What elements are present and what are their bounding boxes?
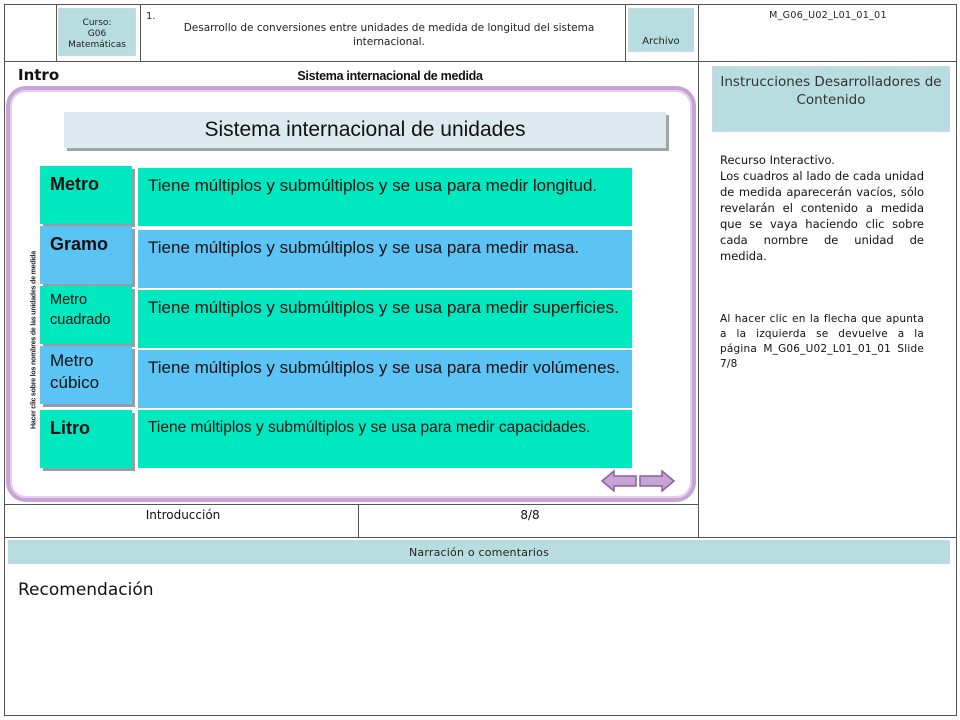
lesson-title: Desarrollo de conversiones entre unidade…	[183, 22, 595, 48]
instructions-paragraph-1: Recurso Interactivo. Los cuadros al lado…	[720, 152, 924, 264]
course-label: Curso:	[82, 17, 112, 28]
narration-text[interactable]: Recomendación	[18, 580, 154, 600]
item-number: 1.	[146, 11, 156, 22]
slide-page-indicator: 8/8	[520, 508, 540, 522]
slide-section-footer: Introducción	[145, 508, 221, 522]
unit-button-metro-cubico[interactable]: Metro cúbico	[40, 346, 132, 404]
slide-title: Sistema internacional de unidades	[64, 112, 666, 148]
forward-arrow-icon[interactable]	[638, 468, 676, 494]
header-divider	[4, 61, 957, 62]
resource-code: M_G06_U02_L01_01_01	[769, 10, 887, 21]
instructions-line-1: Recurso Interactivo.	[720, 153, 835, 167]
outer-border-right	[956, 4, 957, 716]
header-col-2	[140, 4, 141, 61]
course-code: G06	[87, 28, 107, 39]
slide-footer-mid	[358, 504, 359, 537]
outer-border-bottom	[4, 715, 957, 716]
subject-label: Matemáticas	[68, 39, 126, 50]
unit-definition-gramo: Tiene múltiplos y submúltiplos y se usa …	[138, 230, 632, 288]
course-badge: Curso: G06 Matemáticas	[58, 8, 136, 56]
back-arrow-icon[interactable]	[600, 468, 638, 494]
section-name: Sistema internacional de medida	[297, 69, 483, 83]
unit-definition-litro: Tiene múltiplos y submúltiplos y se usa …	[138, 410, 632, 468]
vertical-instruction-text: Hacer clic sobre los nombres de las unid…	[30, 251, 38, 429]
unit-button-metro[interactable]: Metro	[40, 166, 132, 224]
instructions-title: Instrucciones Desarrolladores de Conteni…	[712, 66, 950, 132]
main-divider	[4, 537, 957, 538]
instructions-line-2: Los cuadros al lado de cada unidad de me…	[720, 169, 924, 263]
instructions-paragraph-2: Al hacer clic en la flecha que apunta a …	[720, 313, 924, 370]
archive-badge[interactable]: Archivo	[628, 8, 694, 52]
outer-border-left	[4, 4, 5, 716]
vertical-instruction: Hacer clic sobre los nombres de las unid…	[28, 212, 40, 468]
intro-label: Intro	[18, 66, 60, 84]
header-col-1	[56, 4, 57, 61]
header-col-3	[625, 4, 626, 61]
unit-definition-metro: Tiene múltiplos y submúltiplos y se usa …	[138, 168, 632, 226]
title-cell: 1. Desarrollo de conversiones entre unid…	[142, 8, 622, 54]
slide-footer-top	[4, 504, 699, 505]
outer-border-top	[4, 4, 957, 5]
unit-button-litro[interactable]: Litro	[40, 410, 132, 468]
unit-definition-metro-cuadrado: Tiene múltiplos y submúltiplos y se usa …	[138, 290, 632, 348]
right-column-divider	[698, 4, 699, 537]
narration-bar: Narración o comentarios	[8, 540, 950, 564]
unit-definition-metro-cubico: Tiene múltiplos y submúltiplos y se usa …	[138, 350, 632, 408]
unit-button-metro-cuadrado[interactable]: Metro cuadrado	[40, 286, 132, 344]
unit-button-gramo[interactable]: Gramo	[40, 226, 132, 284]
